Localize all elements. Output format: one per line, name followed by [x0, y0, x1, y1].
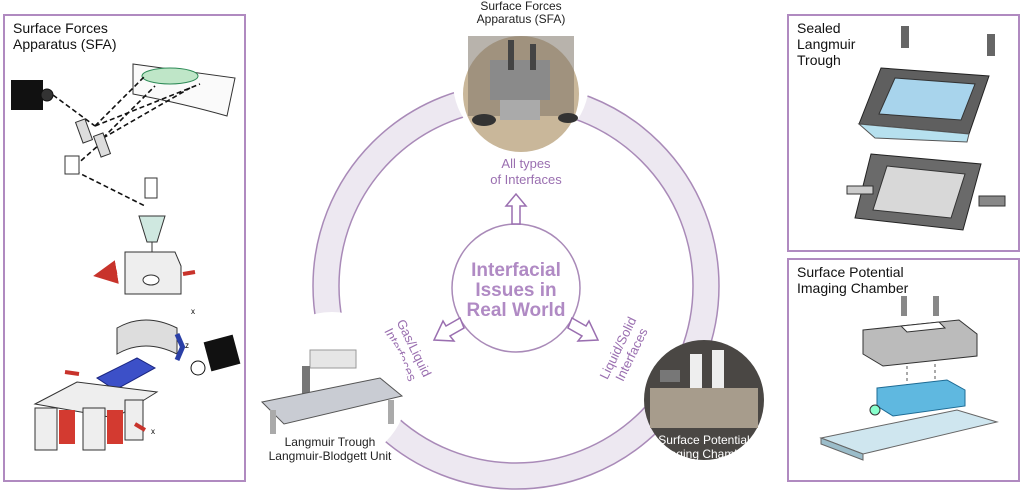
sfa-panel-title: Surface Forces Apparatus (SFA): [13, 20, 117, 52]
light-source-icon: [11, 80, 54, 110]
interfacial-issues-ring-diagram: Interfacial Issues in Real World All typ…: [256, 0, 764, 490]
left-node-caption-line-2: Langmuir-Blodgett Unit: [269, 449, 392, 463]
left-node-langmuir-photo: [256, 312, 408, 464]
center-title-line-3: Real World: [467, 300, 566, 321]
chamber-illustration: [819, 296, 999, 461]
top-node-caption-line-1: Surface Forces: [480, 0, 561, 13]
chamber-panel-title: Surface Potential Imaging Chamber: [797, 264, 909, 296]
left-node-caption-line-1: Langmuir Trough: [285, 435, 376, 449]
camera-icon: [190, 334, 241, 376]
right-node-chamber-photo: [644, 340, 764, 460]
sealed-trough-panel-title: Sealed Langmuir Trough: [797, 20, 856, 68]
top-node-caption-line-2: Apparatus (SFA): [477, 12, 566, 26]
sealed-langmuir-trough-panel: Sealed Langmuir Trough: [787, 14, 1020, 252]
center-title-line-2: Issues in: [475, 280, 556, 301]
spring-base-icon: [33, 381, 159, 451]
arrow-left: [432, 316, 465, 342]
arrow-up: [504, 192, 528, 225]
surface-potential-chamber-panel: Surface Potential Imaging Chamber: [787, 258, 1020, 482]
arrow-right: [567, 316, 600, 342]
top-node-sfa-photo: [453, 14, 589, 152]
axis-z-label: z: [185, 341, 189, 350]
sealed-trough-illustration: [846, 26, 1006, 231]
axis-x-label-upper: x: [191, 307, 195, 316]
right-node-caption-line-2: Imaging Chamber: [656, 447, 751, 461]
objective-icon: [138, 177, 166, 252]
top-arrow-label-line-1: All types: [501, 156, 551, 171]
axis-x-label-lower: x: [151, 427, 155, 436]
right-node-caption-line-1: Surface Potential: [658, 433, 749, 447]
sfa-schematic-illustration: x z x: [11, 63, 241, 451]
upper-holder-icon: [124, 251, 182, 295]
sfa-schematic-panel: Surface Forces Apparatus (SFA): [3, 14, 246, 482]
center-title-line-1: Interfacial: [471, 260, 561, 281]
top-arrow-label-line-2: of Interfaces: [490, 172, 562, 187]
